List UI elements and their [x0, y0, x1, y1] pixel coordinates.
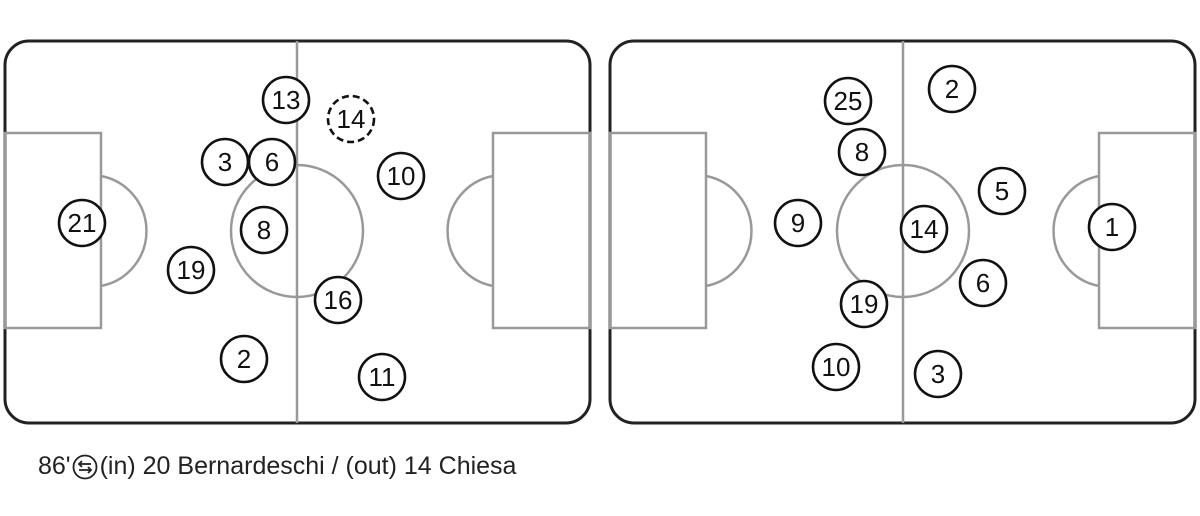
player-circle — [261, 75, 311, 125]
player-circle — [773, 198, 823, 248]
player-number: 2 — [237, 344, 251, 374]
player-number: 10 — [387, 161, 416, 191]
pitch-left-penalty-box-right — [491, 131, 592, 330]
player-circle — [357, 352, 407, 402]
player-marker: 6 — [247, 137, 297, 187]
player-circle — [958, 258, 1008, 308]
player-number: 3 — [218, 147, 232, 177]
player-circle — [977, 166, 1027, 216]
player-circle — [927, 64, 977, 114]
pitch-right-penalty-box-left — [608, 131, 708, 330]
player-marker: 11 — [357, 352, 407, 402]
player-marker: 21 — [57, 198, 107, 248]
player-circle — [57, 198, 107, 248]
player-marker: 16 — [313, 275, 363, 325]
pitch-left: 13 14 3 6 10 21 8 19 16 2 11 — [3, 39, 592, 425]
pitch-left-center-circle — [229, 163, 365, 299]
substitution-arrows-icon — [72, 454, 97, 479]
player-number: 19 — [850, 289, 879, 319]
player-circle — [313, 275, 363, 325]
substitution-caption: 86' (in) 20 Bernardeschi / (out) 14 Chie… — [38, 452, 516, 481]
pitch-right: 2 25 8 5 9 14 1 6 19 10 3 — [608, 39, 1197, 425]
player-circle — [239, 205, 289, 255]
player-number: 6 — [265, 147, 279, 177]
player-marker: 25 — [823, 76, 873, 126]
player-circle — [219, 334, 269, 384]
player-circle — [913, 349, 963, 399]
player-marker: 9 — [773, 198, 823, 248]
player-marker: 2 — [219, 334, 269, 384]
player-marker: 5 — [977, 166, 1027, 216]
player-circle — [326, 94, 376, 144]
player-number: 10 — [822, 352, 851, 382]
player-marker: 14 — [326, 94, 376, 144]
pitch-left-players: 13 14 3 6 10 21 8 19 16 2 11 — [57, 75, 426, 402]
player-number: 5 — [995, 176, 1009, 206]
player-marker: 3 — [913, 349, 963, 399]
player-number: 8 — [257, 215, 271, 245]
player-marker: 10 — [376, 151, 426, 201]
player-marker: 8 — [837, 127, 887, 177]
substitution-minute: 86' — [38, 452, 71, 480]
player-number: 21 — [68, 208, 97, 238]
player-number: 8 — [855, 137, 869, 167]
player-number: 1 — [1105, 212, 1119, 242]
player-circle — [837, 127, 887, 177]
player-circle — [1087, 202, 1137, 252]
player-marker: 14 — [899, 204, 949, 254]
player-circle — [376, 151, 426, 201]
player-number: 3 — [931, 359, 945, 389]
pitch-right-players: 2 25 8 5 9 14 1 6 19 10 3 — [773, 64, 1137, 399]
player-circle — [247, 137, 297, 187]
player-marker: 10 — [811, 342, 861, 392]
player-marker: 2 — [927, 64, 977, 114]
player-marker: 19 — [839, 279, 889, 329]
player-marker: 19 — [166, 245, 216, 295]
player-number: 19 — [177, 255, 206, 285]
player-number: 11 — [369, 362, 396, 392]
player-number: 16 — [324, 285, 353, 315]
substitution-text: (in) 20 Bernardeschi / (out) 14 Chiesa — [99, 452, 517, 480]
player-marker: 6 — [958, 258, 1008, 308]
player-marker: 13 — [261, 75, 311, 125]
player-marker: 3 — [200, 137, 250, 187]
player-number: 9 — [791, 208, 805, 238]
player-number: 14 — [910, 214, 939, 244]
pitch-left-penalty-arc-left — [100, 174, 148, 288]
player-circle — [899, 204, 949, 254]
pitch-right-penalty-arc-left — [705, 174, 753, 288]
player-number: 2 — [945, 74, 959, 104]
pitch-right-penalty-arc-right — [1052, 174, 1100, 288]
pitch-left-penalty-arc-right — [446, 174, 494, 288]
player-marker: 8 — [239, 205, 289, 255]
pitch-right-center-circle — [835, 163, 971, 299]
player-number: 14 — [337, 104, 366, 134]
player-circle — [839, 279, 889, 329]
player-number: 13 — [272, 85, 301, 115]
player-marker: 1 — [1087, 202, 1137, 252]
player-circle — [811, 342, 861, 392]
player-number: 6 — [976, 268, 990, 298]
player-number: 25 — [834, 86, 863, 116]
player-circle — [823, 76, 873, 126]
player-circle — [166, 245, 216, 295]
